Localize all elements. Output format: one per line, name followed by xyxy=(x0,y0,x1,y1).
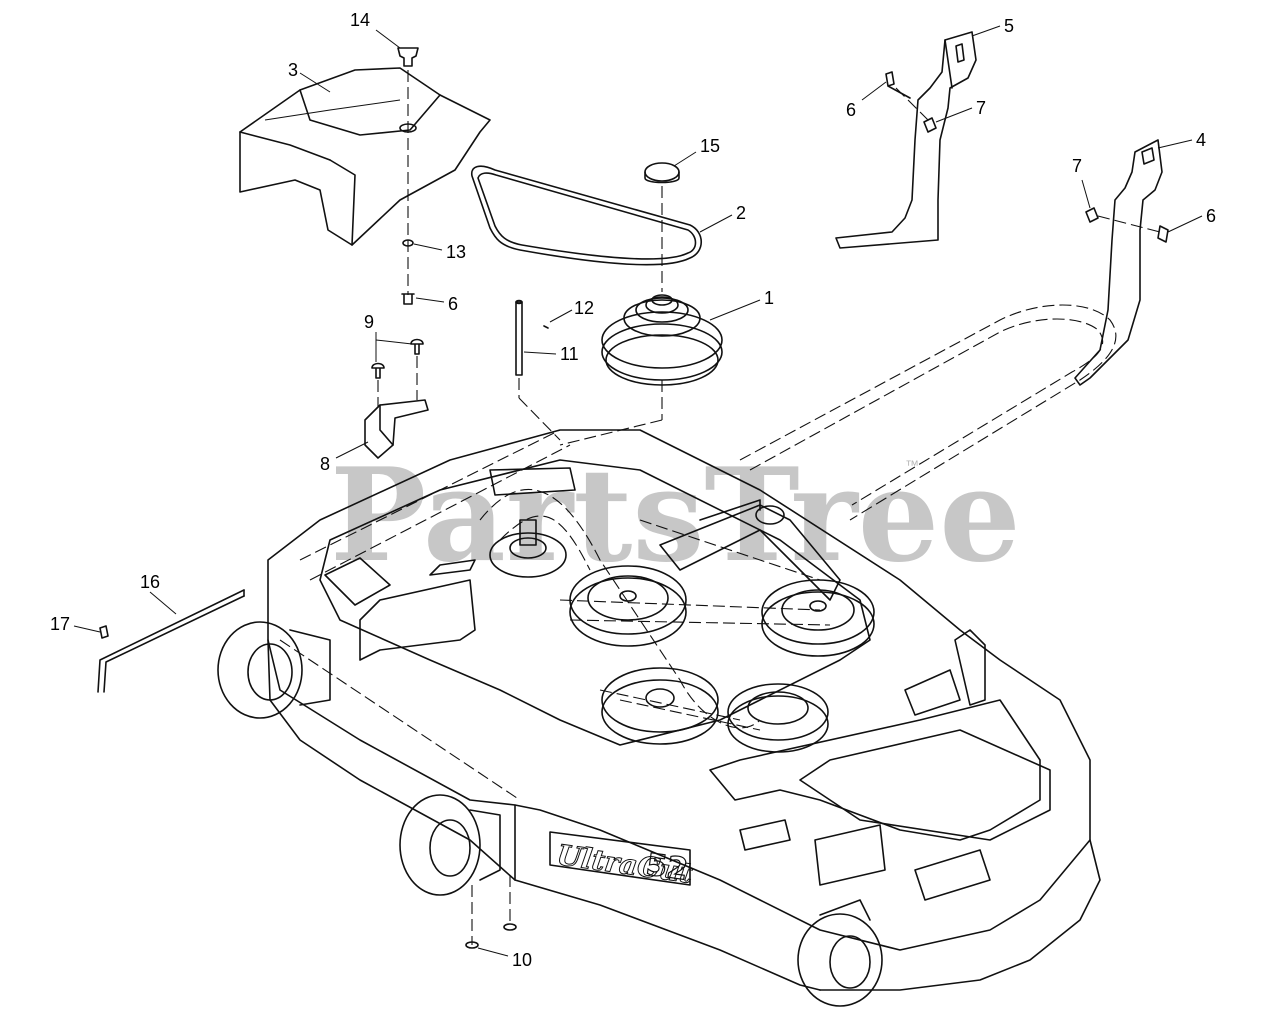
clutch-pulley xyxy=(601,294,723,386)
svg-text:5: 5 xyxy=(1004,16,1014,36)
callout-16: 16 xyxy=(140,572,177,615)
knob-part xyxy=(397,47,419,67)
deck-pulley-left xyxy=(569,565,687,647)
partstree-watermark: PartsTree xyxy=(330,441,1021,591)
svg-text:14: 14 xyxy=(350,10,370,30)
callout-6-top: 6 xyxy=(846,81,887,120)
svg-text:2: 2 xyxy=(736,203,746,223)
caster-wheel-front xyxy=(797,899,883,1007)
callout-6-right: 6 xyxy=(1167,206,1216,233)
svg-text:3: 3 xyxy=(288,60,298,80)
svg-text:13: 13 xyxy=(446,242,466,262)
deck-warning-label xyxy=(814,824,886,886)
callout-4: 4 xyxy=(1157,130,1206,150)
caster-wheel-left xyxy=(217,621,331,719)
callout-17: 17 xyxy=(50,614,101,634)
svg-text:10: 10 xyxy=(512,950,532,970)
callout-3: 3 xyxy=(288,60,331,93)
svg-text:1: 1 xyxy=(764,288,774,308)
deck-decal-right xyxy=(914,849,991,901)
rod-16 xyxy=(97,589,245,693)
belt-cover-shield xyxy=(239,67,491,246)
svg-text:6: 6 xyxy=(1206,206,1216,226)
nut-7-right xyxy=(1085,207,1099,223)
spindle-hub xyxy=(489,519,567,578)
deck-pulley-right xyxy=(761,579,875,657)
callout-14: 14 xyxy=(350,10,401,49)
deck-decal-top xyxy=(489,467,576,496)
callout-9: 9 xyxy=(364,312,413,362)
callout-5: 5 xyxy=(971,16,1014,37)
bracket-4 xyxy=(1074,139,1163,386)
bracket-5 xyxy=(835,31,977,249)
bolt-6-top xyxy=(885,71,911,99)
svg-text:7: 7 xyxy=(1072,156,1082,176)
callout-8: 8 xyxy=(320,441,369,474)
svg-text:16: 16 xyxy=(140,572,160,592)
callout-6-cover: 6 xyxy=(415,294,458,314)
watermark-trademark: ™ xyxy=(905,457,919,473)
deck-pulley-lower-left xyxy=(601,667,719,745)
pivot-pin xyxy=(515,299,549,376)
svg-text:11: 11 xyxy=(560,344,579,364)
svg-text:7: 7 xyxy=(976,98,986,118)
deck-decal-left xyxy=(324,557,391,606)
bolts-10 xyxy=(465,923,517,949)
svg-text:6: 6 xyxy=(448,294,458,314)
washer-13 xyxy=(402,239,414,247)
bracket-8 xyxy=(364,399,429,459)
bolt-6-right xyxy=(1157,225,1169,243)
nut-7-top xyxy=(923,117,937,133)
pin-17 xyxy=(99,625,109,639)
callout-7-right: 7 xyxy=(1072,156,1091,209)
svg-text:52: 52 xyxy=(644,847,690,887)
svg-text:6: 6 xyxy=(846,100,856,120)
svg-text:17: 17 xyxy=(50,614,70,634)
bolt-6-cover xyxy=(401,293,415,305)
mower-deck xyxy=(267,304,1117,991)
callout-7-top: 7 xyxy=(935,98,986,123)
svg-text:8: 8 xyxy=(320,454,330,474)
svg-text:15: 15 xyxy=(700,136,720,156)
discharge-chute xyxy=(904,629,986,716)
callout-13: 13 xyxy=(413,242,466,262)
svg-text:12: 12 xyxy=(574,298,594,318)
bolts-9 xyxy=(371,338,424,379)
idler-arm xyxy=(659,499,841,601)
callout-12: 12 xyxy=(549,298,594,323)
callout-11: 11 xyxy=(523,344,579,364)
callout-10: 10 xyxy=(477,947,532,970)
ultracut-decal: UltraCut 52 xyxy=(549,831,695,890)
caster-wheel-mid xyxy=(399,794,501,896)
deck-small-label xyxy=(739,819,791,851)
callout-2: 2 xyxy=(699,203,746,233)
drive-belt xyxy=(471,165,703,266)
callout-15: 15 xyxy=(673,136,720,167)
cap-part xyxy=(644,162,680,184)
deck-pulley-lower-right xyxy=(727,683,829,753)
svg-text:4: 4 xyxy=(1196,130,1206,150)
svg-text:9: 9 xyxy=(364,312,374,332)
callout-1: 1 xyxy=(709,288,774,321)
